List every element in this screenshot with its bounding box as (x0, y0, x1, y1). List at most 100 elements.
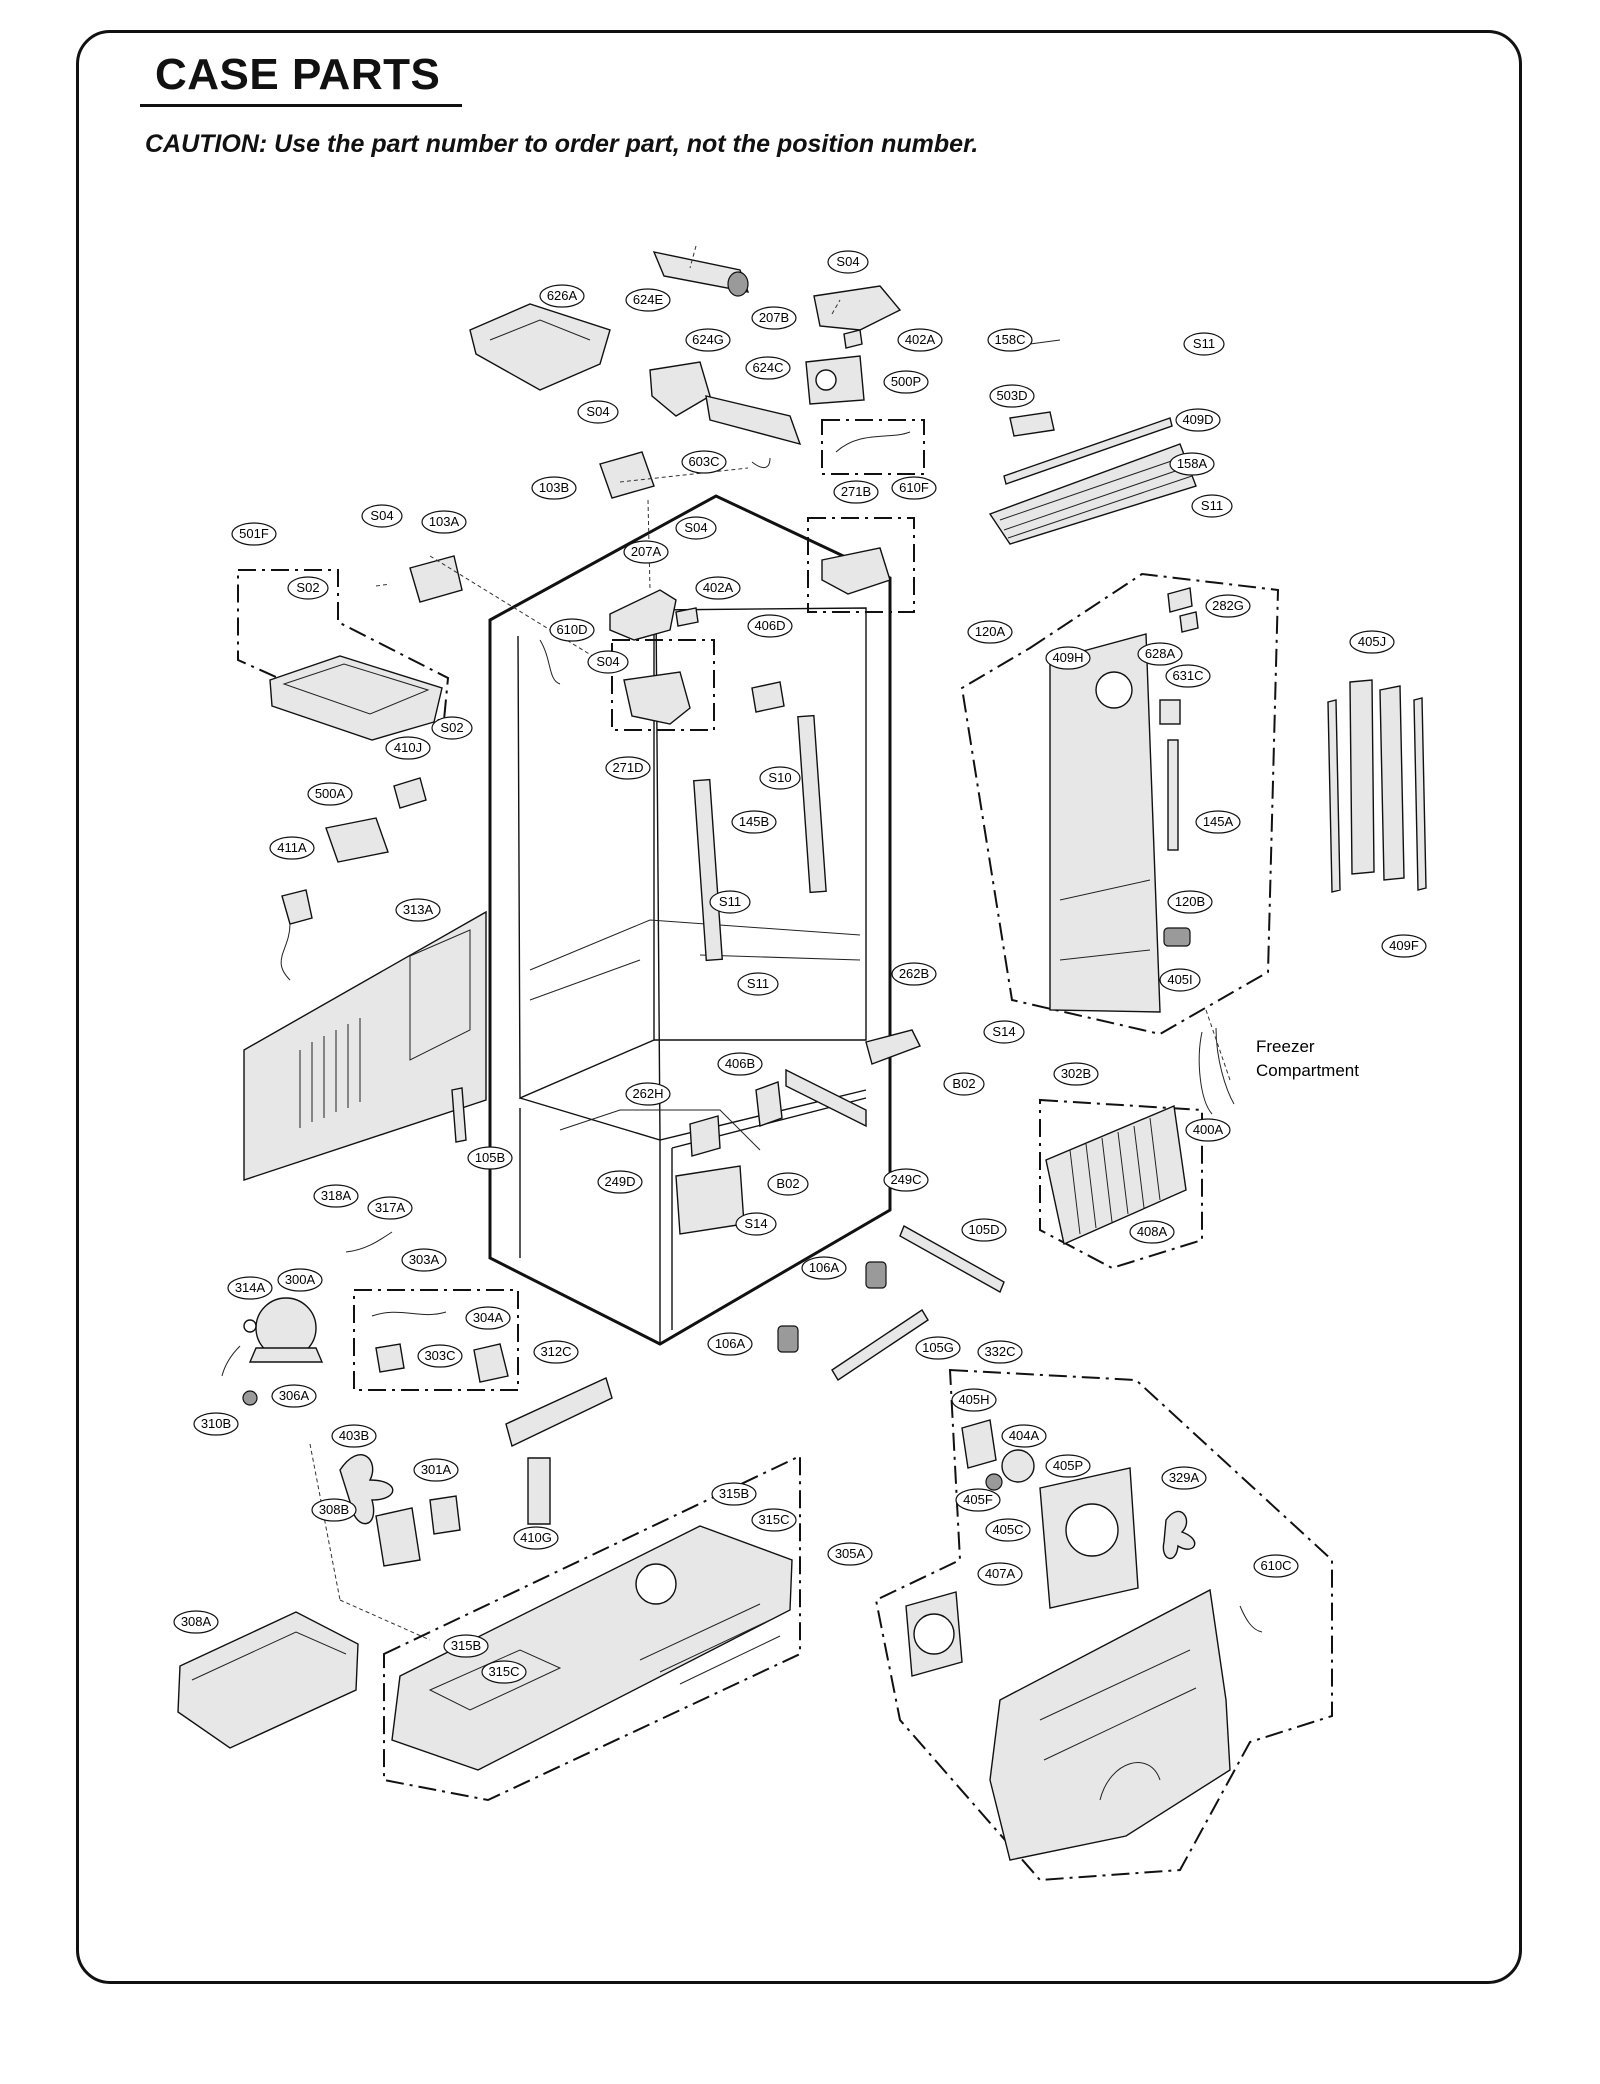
callout-501F[interactable]: 501F (231, 522, 277, 546)
callout-105D[interactable]: 105D (961, 1218, 1007, 1242)
callout-262B[interactable]: 262B (891, 962, 937, 986)
callout-145A[interactable]: 145A (1195, 810, 1241, 834)
callout-411A[interactable]: 411A (269, 836, 315, 860)
callout-103B[interactable]: 103B (531, 476, 577, 500)
callout-S14-b[interactable]: S14 (735, 1212, 777, 1236)
svg-text:400A: 400A (1193, 1122, 1224, 1137)
callout-106A-b[interactable]: 106A (707, 1332, 753, 1356)
callout-624C[interactable]: 624C (745, 356, 791, 380)
svg-text:628A: 628A (1145, 646, 1176, 661)
callout-301A[interactable]: 301A (413, 1458, 459, 1482)
callout-405J[interactable]: 405J (1349, 630, 1395, 654)
callout-S02-b[interactable]: S02 (431, 716, 473, 740)
callout-S10[interactable]: S10 (759, 766, 801, 790)
callout-282G[interactable]: 282G (1205, 594, 1251, 618)
callout-403B[interactable]: 403B (331, 1424, 377, 1448)
callout-S11-c[interactable]: S11 (709, 890, 751, 914)
callout-315C-b[interactable]: 315C (481, 1660, 527, 1684)
callout-624E[interactable]: 624E (625, 288, 671, 312)
callout-305A[interactable]: 305A (827, 1542, 873, 1566)
callout-308A[interactable]: 308A (173, 1610, 219, 1634)
callout-303A[interactable]: 303A (401, 1248, 447, 1272)
callout-626A[interactable]: 626A (539, 284, 585, 308)
callout-300A[interactable]: 300A (277, 1268, 323, 1292)
callout-315B-a[interactable]: 315B (711, 1482, 757, 1506)
callout-408A[interactable]: 408A (1129, 1220, 1175, 1244)
callout-158A[interactable]: 158A (1169, 452, 1215, 476)
callout-500A[interactable]: 500A (307, 782, 353, 806)
callout-407A[interactable]: 407A (977, 1562, 1023, 1586)
callout-105B[interactable]: 105B (467, 1146, 513, 1170)
callout-409F[interactable]: 409F (1381, 934, 1427, 958)
callout-207A[interactable]: 207A (623, 540, 669, 564)
callout-302B[interactable]: 302B (1053, 1062, 1099, 1086)
callout-304A[interactable]: 304A (465, 1306, 511, 1330)
callout-B02-b[interactable]: B02 (767, 1172, 809, 1196)
callout-329A[interactable]: 329A (1161, 1466, 1207, 1490)
callout-106A-a[interactable]: 106A (801, 1256, 847, 1280)
callout-624G[interactable]: 624G (685, 328, 731, 352)
callout-249D[interactable]: 249D (597, 1170, 643, 1194)
callout-315C-a[interactable]: 315C (751, 1508, 797, 1532)
callout-S11-a[interactable]: S11 (1183, 332, 1225, 356)
callout-409H[interactable]: 409H (1045, 646, 1091, 670)
callout-S02-a[interactable]: S02 (287, 576, 329, 600)
callout-410J[interactable]: 410J (385, 736, 431, 760)
callout-332C[interactable]: 332C (977, 1340, 1023, 1364)
callout-158C[interactable]: 158C (987, 328, 1033, 352)
callout-105G[interactable]: 105G (915, 1336, 961, 1360)
callout-207B[interactable]: 207B (751, 306, 797, 330)
callout-402A-mid[interactable]: 402A (695, 576, 741, 600)
callout-S14-a[interactable]: S14 (983, 1020, 1025, 1044)
callout-249C[interactable]: 249C (883, 1168, 929, 1192)
callout-404A[interactable]: 404A (1001, 1424, 1047, 1448)
callout-103A[interactable]: 103A (421, 510, 467, 534)
callout-406B[interactable]: 406B (717, 1052, 763, 1076)
callout-145B[interactable]: 145B (731, 810, 777, 834)
callout-628A[interactable]: 628A (1137, 642, 1183, 666)
callout-405F[interactable]: 405F (955, 1488, 1001, 1512)
svg-text:207A: 207A (631, 544, 662, 559)
callout-S04-c[interactable]: S04 (361, 504, 403, 528)
callout-271D[interactable]: 271D (605, 756, 651, 780)
callout-306A[interactable]: 306A (271, 1384, 317, 1408)
callout-318A[interactable]: 318A (313, 1184, 359, 1208)
callout-405C[interactable]: 405C (985, 1518, 1031, 1542)
callout-262H[interactable]: 262H (625, 1082, 671, 1106)
callout-402A-top[interactable]: 402A (897, 328, 943, 352)
callout-B02-a[interactable]: B02 (943, 1072, 985, 1096)
svg-text:303A: 303A (409, 1252, 440, 1267)
callout-409D[interactable]: 409D (1175, 408, 1221, 432)
callout-120B[interactable]: 120B (1167, 890, 1213, 914)
callout-S04-top[interactable]: S04 (827, 250, 869, 274)
callout-500P[interactable]: 500P (883, 370, 929, 394)
callout-400A[interactable]: 400A (1185, 1118, 1231, 1142)
callout-603C[interactable]: 603C (681, 450, 727, 474)
callout-631C[interactable]: 631C (1165, 664, 1211, 688)
callout-405I[interactable]: 405I (1159, 968, 1201, 992)
callout-S04-b[interactable]: S04 (577, 400, 619, 424)
callout-S11-d[interactable]: S11 (737, 972, 779, 996)
callout-271B[interactable]: 271B (833, 480, 879, 504)
callout-312C[interactable]: 312C (533, 1340, 579, 1364)
svg-text:S04: S04 (586, 404, 609, 419)
callout-610F[interactable]: 610F (891, 476, 937, 500)
callout-308B[interactable]: 308B (311, 1498, 357, 1522)
callout-314A[interactable]: 314A (227, 1276, 273, 1300)
callout-406D[interactable]: 406D (747, 614, 793, 638)
callout-315B-b[interactable]: 315B (443, 1634, 489, 1658)
callout-317A[interactable]: 317A (367, 1196, 413, 1220)
callout-405P[interactable]: 405P (1045, 1454, 1091, 1478)
callout-S04-e[interactable]: S04 (587, 650, 629, 674)
callout-410G[interactable]: 410G (513, 1526, 559, 1550)
callout-S11-b[interactable]: S11 (1191, 494, 1233, 518)
callout-S04-d[interactable]: S04 (675, 516, 717, 540)
callout-610C[interactable]: 610C (1253, 1554, 1299, 1578)
callout-503D[interactable]: 503D (989, 384, 1035, 408)
callout-405H[interactable]: 405H (951, 1388, 997, 1412)
callout-610D[interactable]: 610D (549, 618, 595, 642)
callout-120A[interactable]: 120A (967, 620, 1013, 644)
callout-313A[interactable]: 313A (395, 898, 441, 922)
callout-303C[interactable]: 303C (417, 1344, 463, 1368)
callout-310B[interactable]: 310B (193, 1412, 239, 1436)
